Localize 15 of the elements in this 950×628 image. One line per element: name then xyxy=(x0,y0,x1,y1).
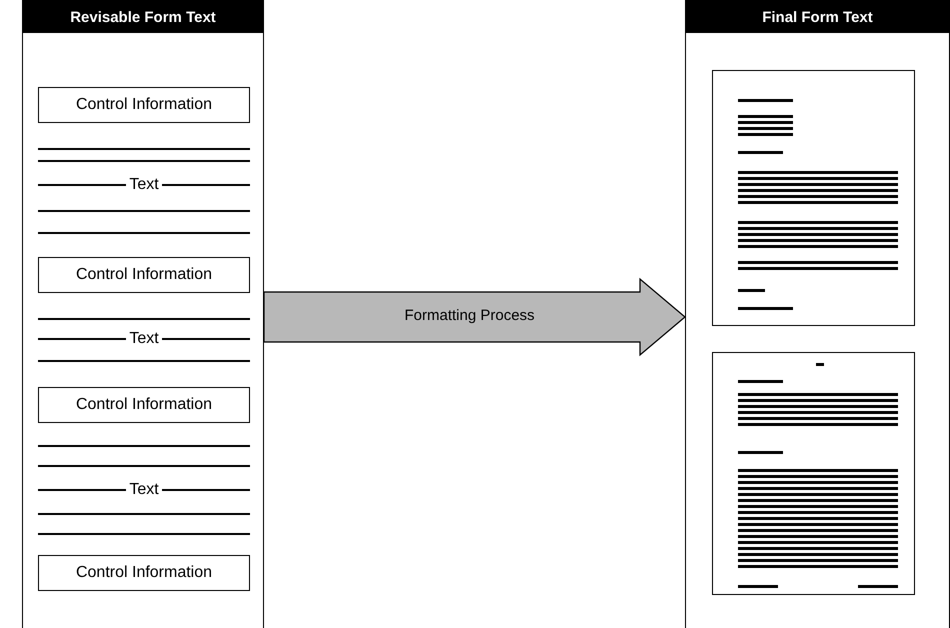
control-information-box: Control Information xyxy=(38,387,250,423)
panel xyxy=(22,0,264,628)
panel-heading: Final Form Text xyxy=(685,1,950,33)
control-information-box: Control Information xyxy=(38,257,250,293)
document-page xyxy=(712,352,915,595)
control-information-box: Control Information xyxy=(38,555,250,591)
text-placeholder-label: Text xyxy=(128,481,160,499)
text-placeholder-label: Text xyxy=(128,330,160,348)
panel-heading: Revisable Form Text xyxy=(22,1,264,33)
document-page xyxy=(712,70,915,326)
edge-label: Formatting Process xyxy=(404,307,535,324)
text-placeholder-label: Text xyxy=(128,176,160,194)
control-information-box: Control Information xyxy=(38,87,250,123)
panel xyxy=(685,0,950,628)
block-arrow xyxy=(263,278,686,356)
